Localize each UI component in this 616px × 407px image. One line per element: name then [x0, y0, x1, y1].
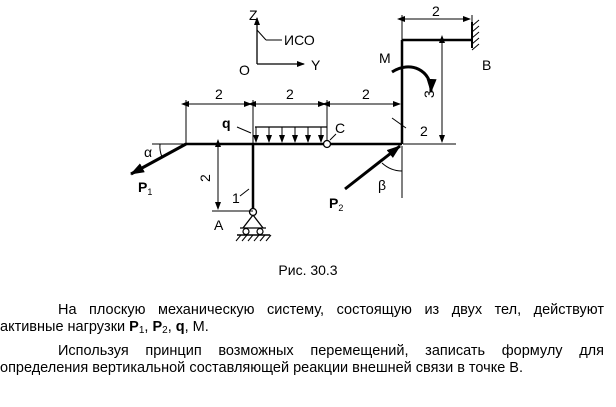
- axis-y-label: Y: [311, 57, 321, 73]
- point-c: C: [322, 120, 345, 149]
- point-c-label: C: [335, 120, 345, 136]
- load-q-label: q: [222, 115, 231, 131]
- force-p2-label: P2: [329, 195, 343, 213]
- angle-beta-label: β: [378, 177, 386, 193]
- figure-caption: Рис. 30.3: [278, 262, 338, 278]
- moment-m-label: M: [379, 50, 391, 66]
- paragraph-1-line-2: активные нагрузки P1, P2, q, M.: [0, 319, 209, 336]
- dimension-span-1: 2: [215, 86, 223, 102]
- inertial-frame-label: ИСО: [284, 32, 315, 48]
- hinge-support-a: A: [214, 207, 272, 242]
- point-b-label: B: [482, 57, 491, 73]
- body-1-label: 1: [232, 190, 240, 206]
- dimension-span-2: 2: [286, 86, 294, 102]
- point-a-label: A: [214, 217, 224, 233]
- body-1: 1: [232, 144, 255, 211]
- axis-z-label: Z: [249, 7, 258, 23]
- body-2: 2: [185, 38, 472, 146]
- fixed-support-b: B: [471, 19, 491, 73]
- force-p1-label: P1: [138, 179, 152, 197]
- dimensions: 2 2 2 2 3 2: [181, 3, 473, 212]
- paragraph-1-line-1: На плоскую механическую систему, состоящ…: [58, 302, 604, 318]
- paragraph-2-line-2: определения вертикальной составляющей ре…: [0, 360, 524, 376]
- dimension-top-b: 2: [432, 3, 440, 19]
- dimension-span-3: 2: [362, 86, 370, 102]
- distributed-load-q: q: [222, 115, 327, 143]
- angle-alpha-label: α: [144, 144, 152, 160]
- task-paragraph-2: Используя принцип возможных перемещений,…: [0, 343, 604, 377]
- dimension-height-3: 3: [421, 90, 437, 98]
- force-p1: α P1: [130, 142, 187, 197]
- dimension-height-2: 2: [197, 174, 213, 182]
- coordinate-axes: Z Y O ИСО: [239, 7, 321, 78]
- moment-m: M: [379, 50, 437, 93]
- task-paragraph-1: На плоскую механическую систему, состоящ…: [0, 302, 604, 339]
- mechanical-system-diagram: Z Y O ИСО 2 B 1: [130, 3, 491, 242]
- axis-origin-label: O: [239, 62, 250, 78]
- force-p2: β P2: [329, 144, 403, 213]
- body-2-label: 2: [420, 123, 428, 139]
- paragraph-2-line-1: Используя принцип возможных перемещений,…: [58, 343, 604, 359]
